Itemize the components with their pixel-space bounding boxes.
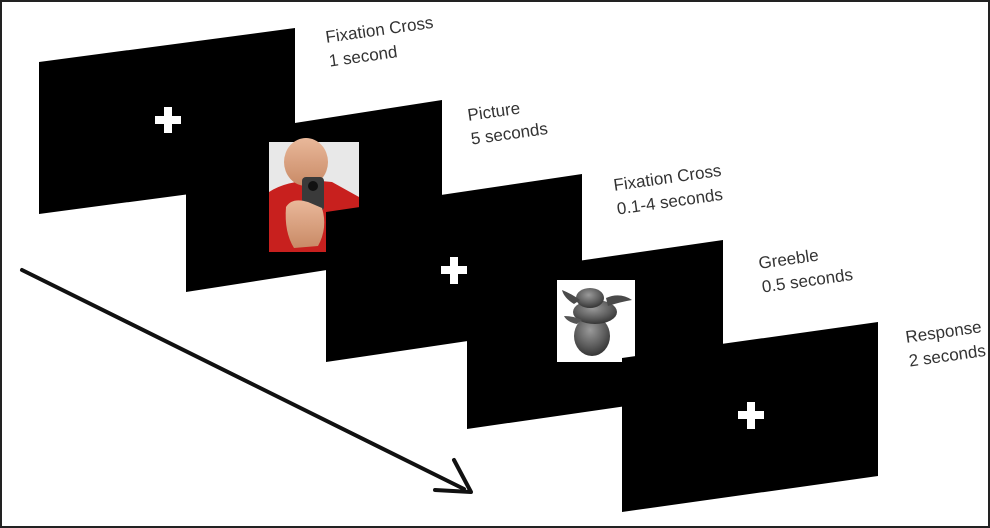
plus-icon bbox=[738, 402, 764, 429]
greeble-image bbox=[557, 280, 635, 362]
plus-icon bbox=[441, 257, 467, 284]
time-arrow bbox=[20, 268, 473, 494]
plus-icon bbox=[155, 107, 181, 133]
screen-5-response bbox=[622, 322, 878, 512]
